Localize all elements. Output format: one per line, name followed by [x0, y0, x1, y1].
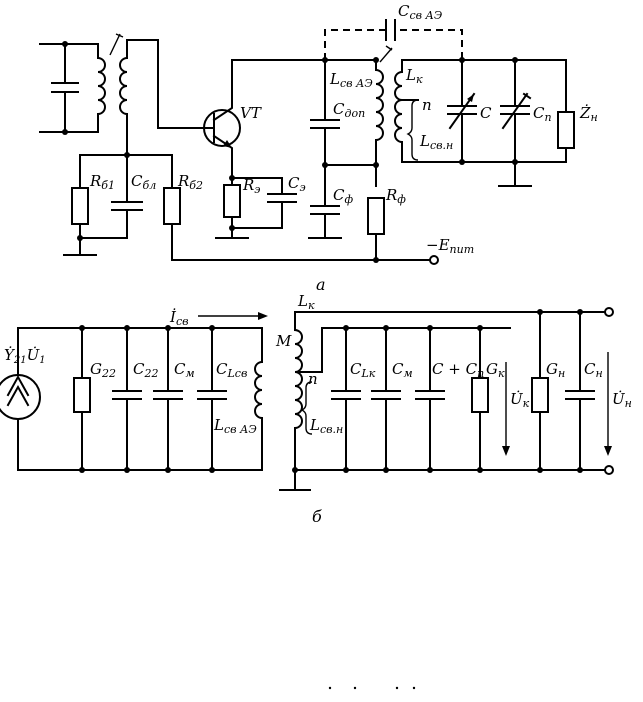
label-c-dop: Cдоп: [333, 100, 365, 120]
label-r-f: Rф: [385, 186, 406, 206]
label-l-sv-ae-b: Lсв АЭ: [213, 416, 257, 436]
caption-a: а: [316, 275, 326, 294]
label-c-sv-ae: Cсв АЭ: [398, 2, 442, 22]
label-c: C: [480, 104, 492, 122]
label-l-k: Lк: [405, 66, 423, 86]
label-c-m2: Cм: [392, 360, 413, 380]
figure-a: [39, 19, 575, 265]
label-c-cp: C + Cп: [432, 360, 484, 380]
label-r-e: Rэ: [242, 176, 260, 196]
resistor-gk: [471, 377, 489, 413]
label-e-pit: −Eпит: [426, 236, 474, 256]
figure-b: [0, 307, 614, 491]
label-g22: G22: [90, 360, 116, 380]
label-c-p: Cп: [533, 104, 552, 124]
labels-a: VT Cсв АЭ Lсв АЭ Cдоп Lк n Lсв.н C Cп Żн…: [89, 2, 598, 294]
label-c-f: Cф: [333, 186, 353, 206]
resistor-gn: [531, 377, 549, 413]
label-source: Ẏ21U̇1: [4, 346, 46, 366]
scan-marks: [328, 686, 416, 690]
label-l-sv-ae: Lсв АЭ: [329, 70, 373, 90]
label-m: M: [275, 332, 292, 350]
label-c-m1: Cм: [174, 360, 195, 380]
labels-b: Ẏ21U̇1 İсв G22 C22 Cм CLсв M Lсв АЭ Lк n…: [4, 292, 632, 526]
terminal-e-pit: [429, 255, 439, 265]
label-z-n: Żн: [579, 104, 598, 124]
label-c-lk: CLк: [350, 360, 376, 380]
label-l-k-b: Lк: [297, 292, 315, 312]
label-c22: C22: [133, 360, 158, 380]
label-g-k: Gк: [486, 360, 505, 380]
resistor-rb2: [163, 187, 181, 225]
label-g-n: Gн: [546, 360, 565, 380]
resistor-rf: [367, 197, 385, 235]
label-u-k: U̇к: [510, 390, 530, 410]
label-c-lsv: CLсв: [216, 360, 247, 380]
label-c-n: Cн: [584, 360, 603, 380]
label-i-sv: İсв: [169, 308, 189, 328]
caption-b: б: [312, 507, 322, 526]
label-c-e: Cэ: [288, 174, 306, 194]
resistor-re: [223, 184, 241, 218]
label-u-n: U̇н: [612, 390, 632, 410]
label-n: n: [422, 96, 432, 114]
resistor-rb1: [71, 187, 89, 225]
label-vt: VT: [240, 104, 262, 122]
label-l-sv-n: Lсв.н: [419, 132, 453, 152]
load-zn: [557, 111, 575, 149]
label-r-b1: Rб1: [89, 172, 115, 192]
label-c-bl: Cбл: [131, 172, 156, 192]
label-n-b: n: [308, 370, 318, 388]
label-r-b2: Rб2: [177, 172, 203, 192]
output-terminal-top: [604, 307, 614, 317]
output-terminal-bottom: [604, 465, 614, 475]
label-l-sv-n-b: Lсв.н: [309, 416, 343, 436]
resistor-g22: [73, 377, 91, 413]
